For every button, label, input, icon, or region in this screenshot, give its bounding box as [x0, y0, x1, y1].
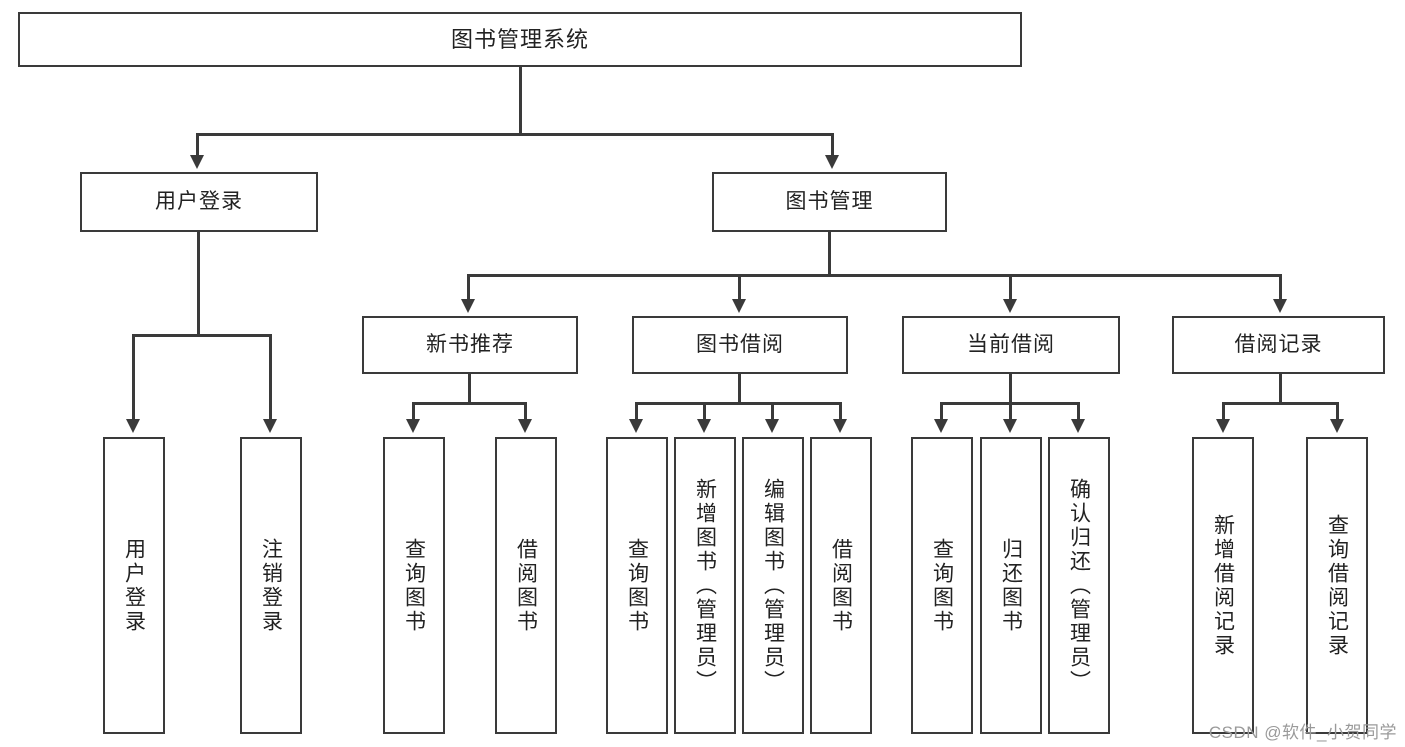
edge-new-book-rec-split-bar: [412, 402, 527, 405]
leaf-cur-confirm[interactable]: 确认归还（管理员）: [1048, 437, 1110, 734]
edge-book-borrow-stem: [738, 374, 741, 404]
edge-book-borrow-leaf-2: [703, 402, 706, 420]
edge-book-manage-split-bar: [467, 274, 1281, 277]
leaf-rec-query[interactable]: 查询图书: [383, 437, 445, 734]
leaf-cur-return[interactable]: 归还图书: [980, 437, 1042, 734]
leaf-borrow-do[interactable]: 借阅图书: [810, 437, 872, 734]
leaf-borrow-do-label: 借阅图书: [829, 537, 853, 634]
edge-borrow-record-leaf-1: [1222, 402, 1225, 420]
arrowhead-current-borrow-leaf-2: [1003, 419, 1017, 433]
edge-current-borrow-leaf-3: [1077, 402, 1080, 420]
edge-root-to-book-manage: [831, 133, 834, 157]
leaf-rec-search[interactable]: 查询借阅记录: [1306, 437, 1368, 734]
leaf-borrow-add[interactable]: 新增图书（管理员）: [674, 437, 736, 734]
edge-borrow-record-split-bar: [1222, 402, 1339, 405]
edge-book-manage-to-borrow-record: [1279, 274, 1282, 300]
arrowhead-current-borrow: [1003, 299, 1017, 313]
arrowhead-current-borrow-leaf-1: [934, 419, 948, 433]
node-borrow-record[interactable]: 借阅记录: [1172, 316, 1385, 374]
arrowhead-book-borrow: [732, 299, 746, 313]
edge-user-login-to-leaf-2: [269, 334, 272, 420]
leaf-rec-search-label: 查询借阅记录: [1325, 513, 1349, 658]
arrowhead-book-borrow-leaf-1: [629, 419, 643, 433]
node-borrow-record-label: 借阅记录: [1234, 332, 1323, 356]
edge-user-login-stem: [197, 232, 200, 336]
leaf-cur-return-label: 归还图书: [999, 537, 1023, 634]
node-new-book-rec[interactable]: 新书推荐: [362, 316, 578, 374]
arrowhead-book-borrow-leaf-2: [697, 419, 711, 433]
edge-book-borrow-leaf-1: [635, 402, 638, 420]
edge-current-borrow-stem: [1009, 374, 1012, 404]
node-book-manage-label: 图书管理: [785, 189, 874, 213]
arrowhead-borrow-record: [1273, 299, 1287, 313]
arrowhead-user-login-leaf-2: [263, 419, 277, 433]
edge-book-manage-to-book-borrow: [738, 274, 741, 300]
edge-current-borrow-leaf-2: [1009, 402, 1012, 420]
arrowhead-user-login-leaf-1: [126, 419, 140, 433]
edge-root-to-user-login: [196, 133, 199, 157]
node-book-borrow[interactable]: 图书借阅: [632, 316, 848, 374]
node-root-label: 图书管理系统: [450, 26, 589, 52]
edge-root-split-bar: [196, 133, 833, 136]
node-book-manage[interactable]: 图书管理: [712, 172, 947, 232]
edge-book-borrow-split-bar: [635, 402, 842, 405]
arrowhead-new-book-rec-leaf-1: [406, 419, 420, 433]
leaf-user-login[interactable]: 用户登录: [103, 437, 165, 734]
leaf-user-login-label: 用户登录: [122, 537, 146, 634]
edge-root-stem: [519, 67, 522, 134]
leaf-rec-borrow[interactable]: 借阅图书: [495, 437, 557, 734]
edge-new-book-rec-stem: [468, 374, 471, 404]
leaf-cur-query[interactable]: 查询图书: [911, 437, 973, 734]
arrowhead-root-to-user-login: [190, 155, 204, 169]
edge-borrow-record-leaf-2: [1336, 402, 1339, 420]
arrowhead-current-borrow-leaf-3: [1071, 419, 1085, 433]
leaf-rec-add[interactable]: 新增借阅记录: [1192, 437, 1254, 734]
arrowhead-borrow-record-leaf-1: [1216, 419, 1230, 433]
node-book-borrow-label: 图书借阅: [696, 332, 784, 356]
arrowhead-new-book-rec: [461, 299, 475, 313]
arrowhead-book-borrow-leaf-3: [765, 419, 779, 433]
edge-book-manage-to-current-borrow: [1009, 274, 1012, 300]
edge-new-book-rec-leaf-2: [524, 402, 527, 420]
edge-book-manage-to-new-book-rec: [467, 274, 470, 300]
edge-new-book-rec-leaf-1: [412, 402, 415, 420]
edge-book-borrow-leaf-3: [771, 402, 774, 420]
node-root[interactable]: 图书管理系统: [18, 12, 1022, 67]
edge-current-borrow-leaf-1: [940, 402, 943, 420]
node-current-borrow-label: 当前借阅: [967, 332, 1055, 356]
leaf-borrow-add-label: 新增图书（管理员）: [693, 477, 717, 694]
node-new-book-rec-label: 新书推荐: [426, 332, 514, 356]
leaf-borrow-query[interactable]: 查询图书: [606, 437, 668, 734]
leaf-user-logout-label: 注销登录: [259, 537, 283, 634]
arrowhead-root-to-book-manage: [825, 155, 839, 169]
node-user-login[interactable]: 用户登录: [80, 172, 318, 232]
node-user-login-label: 用户登录: [155, 189, 243, 213]
edge-book-borrow-leaf-4: [839, 402, 842, 420]
leaf-cur-confirm-label: 确认归还（管理员）: [1067, 477, 1091, 694]
edge-user-login-to-leaf-1: [132, 334, 135, 420]
leaf-borrow-edit-label: 编辑图书（管理员）: [761, 477, 785, 694]
leaf-rec-query-label: 查询图书: [402, 537, 426, 634]
arrowhead-new-book-rec-leaf-2: [518, 419, 532, 433]
leaf-user-logout[interactable]: 注销登录: [240, 437, 302, 734]
leaf-rec-add-label: 新增借阅记录: [1211, 513, 1235, 658]
leaf-borrow-edit[interactable]: 编辑图书（管理员）: [742, 437, 804, 734]
leaf-cur-query-label: 查询图书: [930, 537, 954, 634]
leaf-rec-borrow-label: 借阅图书: [514, 537, 538, 634]
leaf-borrow-query-label: 查询图书: [625, 537, 649, 634]
node-current-borrow[interactable]: 当前借阅: [902, 316, 1120, 374]
arrowhead-borrow-record-leaf-2: [1330, 419, 1344, 433]
arrowhead-book-borrow-leaf-4: [833, 419, 847, 433]
edge-user-login-split-bar: [132, 334, 269, 337]
edge-borrow-record-stem: [1279, 374, 1282, 404]
edge-book-manage-stem: [828, 232, 831, 276]
